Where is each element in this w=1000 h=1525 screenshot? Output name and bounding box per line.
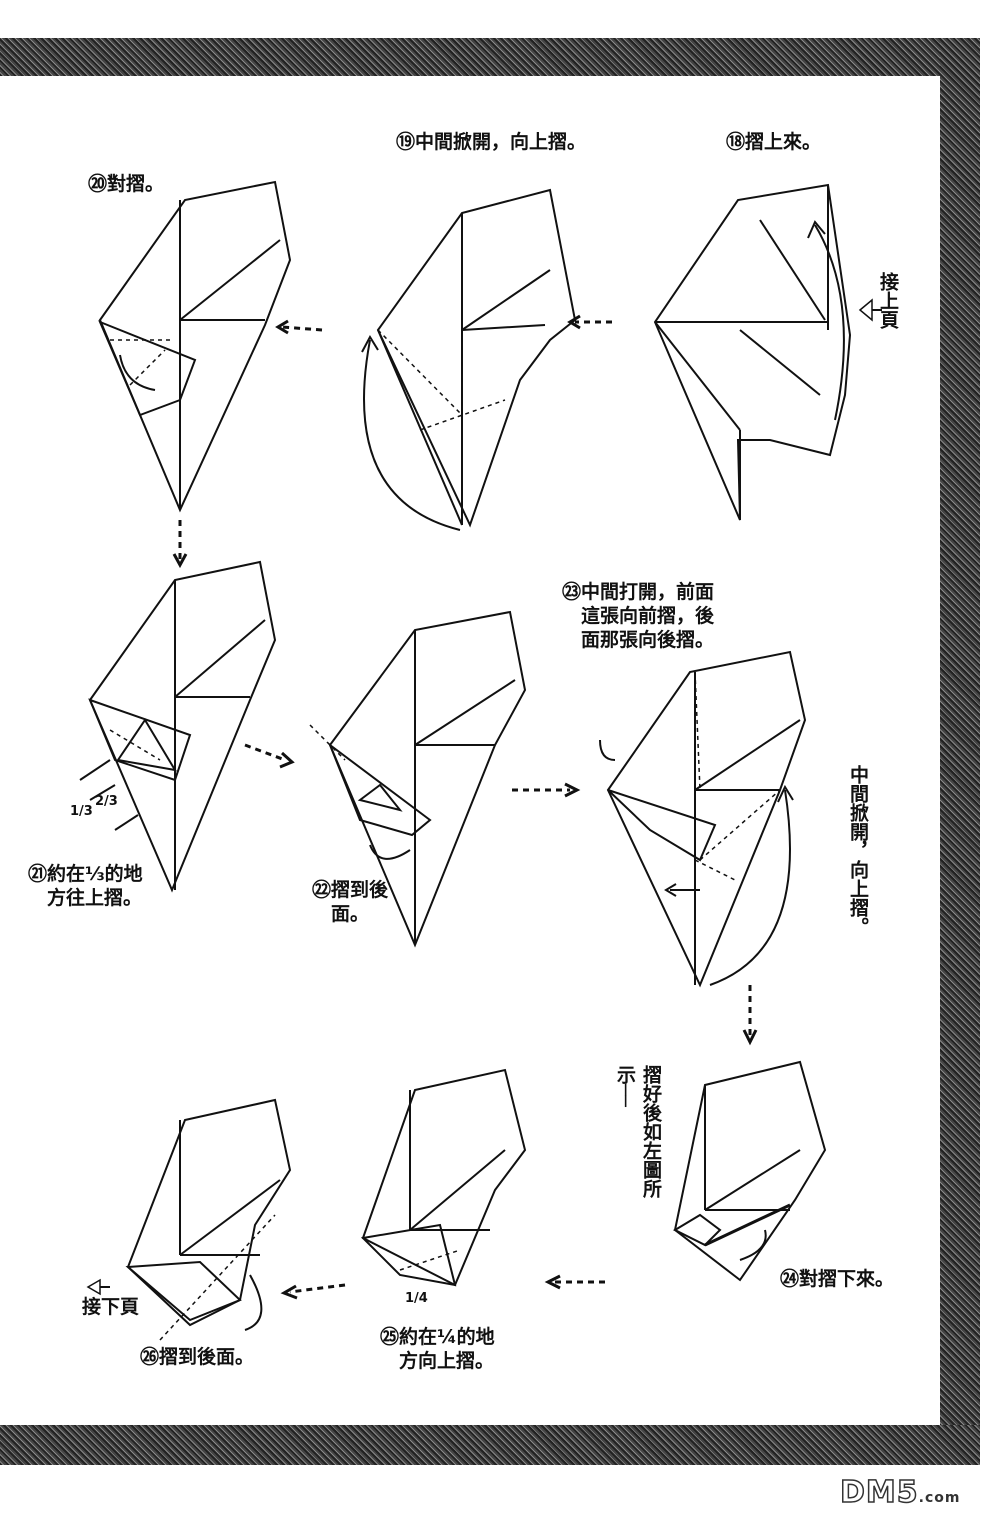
step-20-label: ⑳對摺。 xyxy=(88,173,165,195)
step-18-label: ⑱摺上來。 xyxy=(726,131,822,153)
step-26-label: ㉖摺到後面。 xyxy=(140,1346,255,1368)
page-border-top xyxy=(0,38,980,76)
fraction-quarter: 1/4 xyxy=(405,1291,428,1306)
watermark-logo: DM5.com xyxy=(839,1474,961,1511)
middle-open-note: 中間掀開，向上摺。 xyxy=(847,765,869,936)
page-border-right xyxy=(940,38,980,1433)
after-fold-note: 摺好後如左圖所示── xyxy=(614,1065,662,1198)
watermark-brand: DM5 xyxy=(839,1474,919,1511)
step-24-label: ㉔對摺下來。 xyxy=(780,1268,895,1290)
watermark-domain: .com xyxy=(918,1490,961,1506)
step-22-label: ㉒摺到後 面。 xyxy=(312,879,389,925)
fraction-third: 1/3 xyxy=(70,804,93,819)
figure-step-21 xyxy=(79,560,295,893)
figure-step-25 xyxy=(280,1068,527,1300)
figure-step-26 xyxy=(86,1098,292,1341)
fraction-two-thirds: 2/3 xyxy=(95,794,118,809)
figure-step-23 xyxy=(599,650,807,1046)
figure-step-22 xyxy=(309,610,581,948)
step-23-label: ㉓中間打開，前面 這張向前摺，後 面那張向後摺。 xyxy=(562,581,715,651)
continue-from-previous-note: 接上頁 xyxy=(877,272,899,329)
page-border-bottom xyxy=(0,1425,980,1465)
figure-step-24 xyxy=(544,1060,827,1290)
step-25-label: ㉕約在¼的地 方向上摺。 xyxy=(380,1326,495,1372)
step-19-label: ⑲中間掀開，向上摺。 xyxy=(396,131,587,153)
figure-step-19 xyxy=(361,188,612,531)
figure-step-18 xyxy=(653,183,882,521)
step-21-label: ㉑約在⅓的地 方往上摺。 xyxy=(28,863,143,909)
continue-next-note: 接下頁 xyxy=(82,1296,140,1318)
figure-step-20 xyxy=(98,180,323,569)
